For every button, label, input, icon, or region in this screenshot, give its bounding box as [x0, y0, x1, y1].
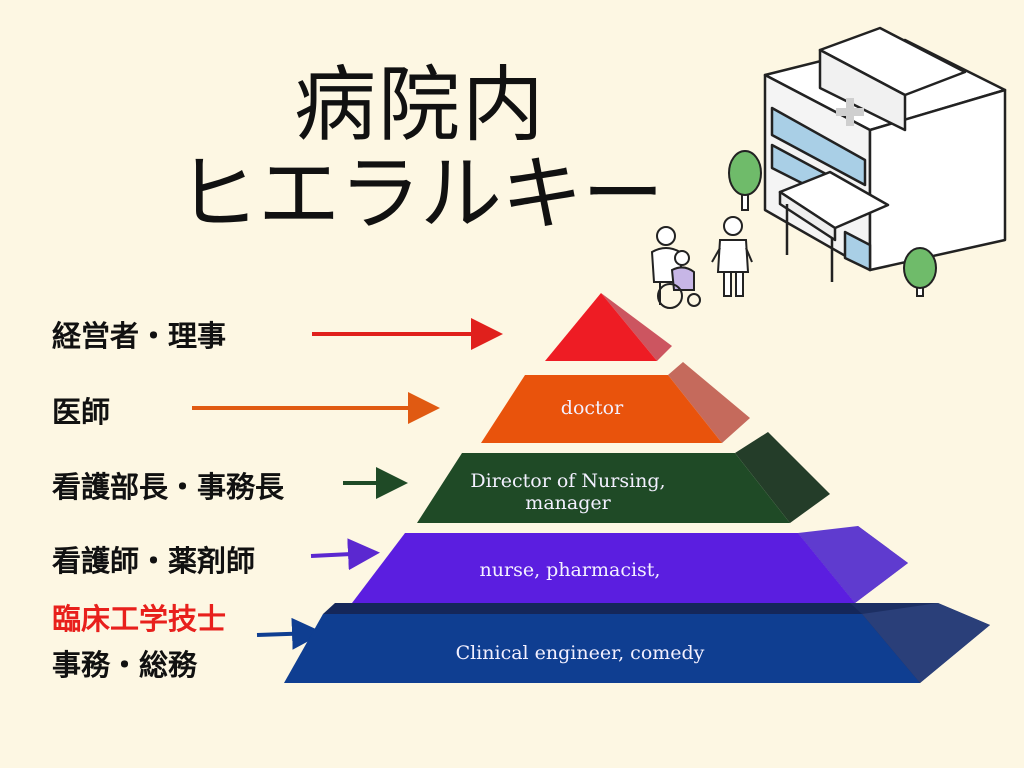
label-executive: 経営者・理事	[52, 319, 227, 353]
tier-director-text-line2: manager	[525, 492, 611, 514]
title-line-1: 病院内	[293, 58, 546, 153]
tree-icon	[728, 150, 762, 211]
tree-icon	[903, 247, 937, 297]
nurse-with-wheelchair-patient-icon	[650, 226, 701, 309]
tier-nurse: nurse, pharmacist,	[352, 526, 908, 603]
page-title: 病院内 ヒエラルキー	[140, 58, 700, 242]
label-director: 看護部長・事務長	[52, 470, 285, 504]
label-nurse: 看護師・薬剤師	[52, 544, 256, 578]
doctor-icon	[711, 216, 753, 297]
arrow-nurse	[310, 538, 380, 571]
tier-doctor: doctor	[481, 362, 750, 443]
label-doctor: 医師	[52, 395, 111, 429]
tier-top	[545, 293, 672, 361]
tier-nurse-text: nurse, pharmacist,	[480, 559, 661, 581]
tier-doctor-text: doctor	[561, 397, 624, 419]
hospital-building-icon	[763, 26, 1007, 282]
tier-engineer: Clinical engineer, comedy	[284, 603, 990, 683]
arrow-engineer	[256, 617, 324, 650]
title-line-2: ヒエラルキー	[176, 146, 664, 242]
tier-director-text-line1: Director of Nursing,	[470, 470, 665, 492]
tier-engineer-text: Clinical engineer, comedy	[456, 642, 705, 664]
label-office: 事務・総務	[52, 648, 198, 682]
label-engineer: 臨床工学技士	[52, 602, 227, 636]
tier-director: Director of Nursing, manager	[417, 432, 830, 523]
